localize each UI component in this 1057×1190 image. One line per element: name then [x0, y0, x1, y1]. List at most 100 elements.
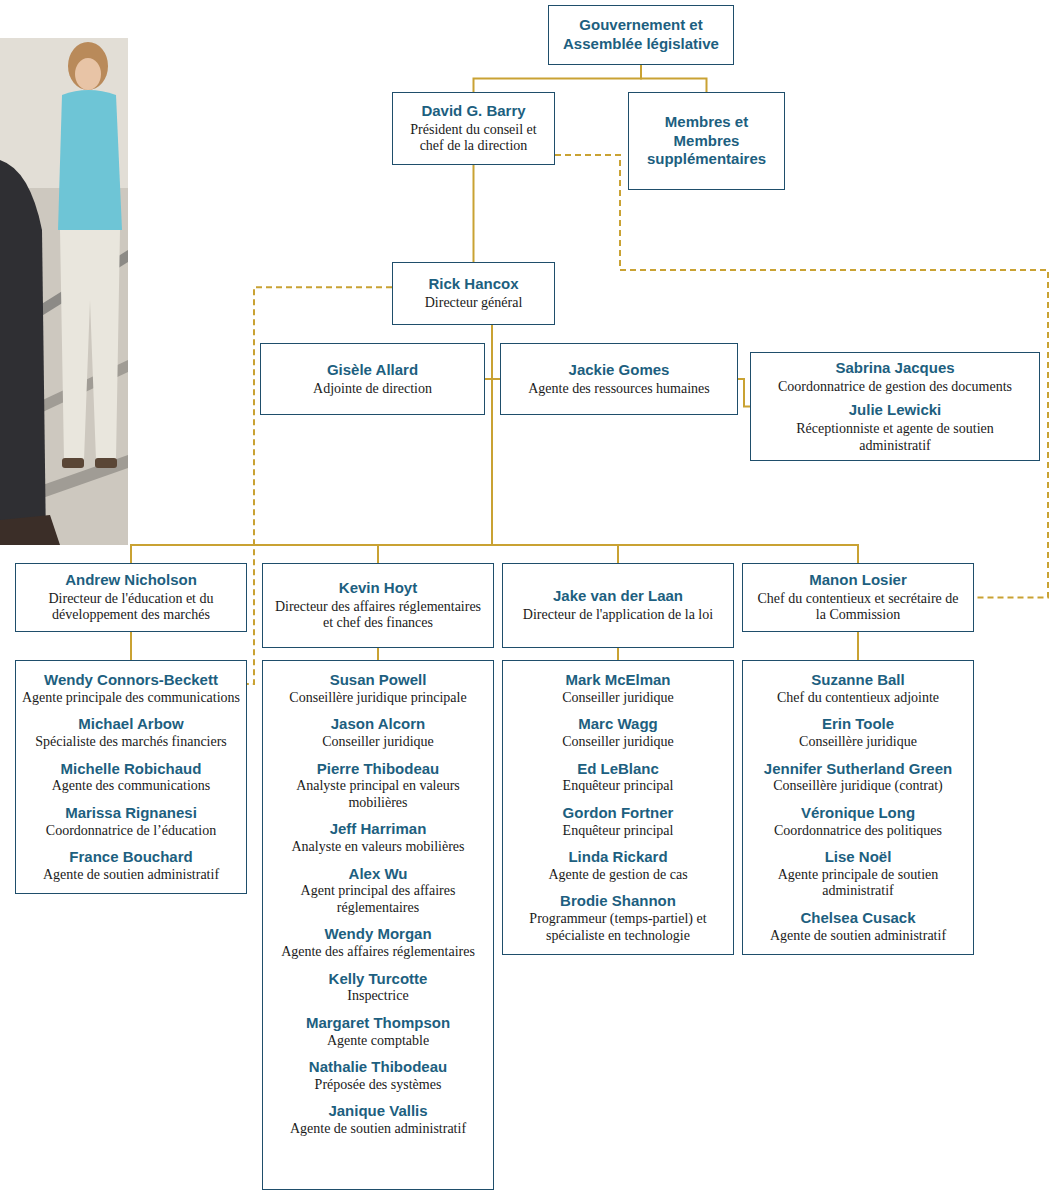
person-name: Julie Lewicki: [759, 401, 1031, 420]
team-box: Wendy Connors-BeckettAgente principale d…: [15, 660, 247, 894]
person-name: Manon Losier: [751, 571, 965, 590]
role-title: Chef du contentieux adjointe: [748, 690, 968, 707]
person-name: Véronique Long: [748, 804, 968, 823]
box-label: Gouvernement et Assemblée législative: [557, 16, 725, 54]
person-name: Michelle Robichaud: [21, 760, 241, 779]
reporting-line: [738, 379, 750, 407]
director-box: Andrew NicholsonDirecteur de l'éducation…: [15, 563, 247, 632]
person-name: Jennifer Sutherland Green: [748, 760, 968, 779]
role-title: Analyste en valeurs mobilières: [268, 839, 488, 856]
governing-body-box: Gouvernement et Assemblée législative: [548, 5, 734, 65]
role-title: Agente des communications: [21, 778, 241, 795]
photo-background: [0, 38, 128, 545]
person-name: Ed LeBlanc: [508, 760, 728, 779]
director-box: Jake van der LaanDirecteur de l'applicat…: [502, 563, 734, 648]
executive-box: Rick HancoxDirecteur général: [392, 262, 555, 325]
team-box: Suzanne BallChef du contentieux adjointe…: [742, 660, 974, 955]
role-title: Conseillère juridique: [748, 734, 968, 751]
person-top: [58, 90, 122, 230]
role-title: Agente principale des communications: [21, 690, 241, 707]
person-name: Gordon Fortner: [508, 804, 728, 823]
reporting-line: [474, 65, 642, 92]
person-name: Jake van der Laan: [511, 587, 725, 606]
role-title: Enquêteur principal: [508, 778, 728, 795]
person-name: Erin Toole: [748, 715, 968, 734]
person-name: Susan Powell: [268, 671, 488, 690]
team-box: Susan PowellConseillère juridique princi…: [262, 660, 494, 1190]
role-title: Spécialiste des marchés financiers: [21, 734, 241, 751]
person-hair: [68, 42, 108, 90]
role-title: Conseiller juridique: [268, 734, 488, 751]
role-title: Directeur de l'application de la loi: [511, 607, 725, 624]
person-face: [75, 58, 101, 90]
role-title: Analyste principal en valeurs mobilières: [268, 778, 488, 811]
role-title: Directeur général: [401, 295, 546, 312]
reporting-line: [492, 325, 500, 379]
person-name: Kelly Turcotte: [268, 970, 488, 989]
role-title: Agente des affaires réglementaires: [268, 944, 488, 961]
reporting-line: [473, 165, 475, 262]
staff-box: Sabrina JacquesCoordonnatrice de gestion…: [750, 352, 1040, 461]
role-title: Conseillère juridique principale: [268, 690, 488, 707]
person-shoe: [95, 458, 117, 468]
role-title: Agente de soutien administratif: [268, 1121, 488, 1138]
reporting-line: [485, 325, 492, 379]
role-title: Programmeur (temps-partiel) et spécialis…: [508, 911, 728, 944]
staff-box: Gisèle AllardAdjointe de direction: [260, 343, 485, 415]
person-name: France Bouchard: [21, 848, 241, 867]
person-name: Janique Vallis: [268, 1102, 488, 1121]
reporting-line: [857, 632, 859, 660]
person-trousers: [60, 230, 120, 460]
chair-box: David G. BarryPrésident du conseil et ch…: [392, 92, 555, 165]
person-name: Pierre Thibodeau: [268, 760, 488, 779]
members-box: Membres et Membres supplémentaires: [628, 92, 785, 190]
role-title: Directeur des affaires réglementaires et…: [271, 599, 485, 632]
role-title: Coordonnatrice des politiques: [748, 823, 968, 840]
person-name: David G. Barry: [401, 102, 546, 121]
role-title: Directeur de l'éducation et du développe…: [24, 591, 238, 624]
box-label: Membres et Membres supplémentaires: [637, 113, 776, 169]
person-name: Brodie Shannon: [508, 892, 728, 911]
role-title: Conseiller juridique: [508, 734, 728, 751]
role-title: Coordonnatrice de gestion des documents: [759, 379, 1031, 396]
role-title: Agente de soutien administratif: [21, 867, 241, 884]
person-name: Michael Arbow: [21, 715, 241, 734]
role-title: Chef du contentieux et secrétaire de la …: [751, 591, 965, 624]
person-name: Gisèle Allard: [269, 361, 476, 380]
reporting-line: [377, 648, 379, 660]
role-title: Agente comptable: [268, 1033, 488, 1050]
role-title: Coordonnatrice de l’éducation: [21, 823, 241, 840]
reporting-line: [641, 65, 707, 92]
person-name: Kevin Hoyt: [271, 579, 485, 598]
person-shoe: [62, 458, 84, 468]
person-name: Chelsea Cusack: [748, 909, 968, 928]
role-title: Conseiller juridique: [508, 690, 728, 707]
person-name: Jeff Harriman: [268, 820, 488, 839]
person-name: Marc Wagg: [508, 715, 728, 734]
person-name: Wendy Morgan: [268, 925, 488, 944]
person-name: Margaret Thompson: [268, 1014, 488, 1033]
role-title: Agente de soutien administratif: [748, 928, 968, 945]
role-title: Président du conseil et chef de la direc…: [401, 122, 546, 155]
role-title: Agente des ressources humaines: [509, 381, 729, 398]
person-name: Sabrina Jacques: [759, 359, 1031, 378]
reporting-line: [617, 648, 619, 660]
person-name: Wendy Connors-Beckett: [21, 671, 241, 690]
person-shoe: [0, 515, 60, 545]
role-title: Préposée des systèmes: [268, 1077, 488, 1094]
staff-box: Jackie GomesAgente des ressources humain…: [500, 343, 738, 415]
role-title: Agent principal des affaires réglementai…: [268, 883, 488, 916]
team-box: Mark McElmanConseiller juridiqueMarc Wag…: [502, 660, 734, 955]
role-title: Agente principale de soutien administrat…: [748, 867, 968, 900]
director-box: Kevin HoytDirecteur des affaires régleme…: [262, 563, 494, 648]
role-title: Inspectrice: [268, 988, 488, 1005]
role-title: Agente de gestion de cas: [508, 867, 728, 884]
person-name: Alex Wu: [268, 865, 488, 884]
person-name: Rick Hancox: [401, 275, 546, 294]
person-name: Linda Rickard: [508, 848, 728, 867]
person-suit: [0, 160, 46, 545]
person-name: Suzanne Ball: [748, 671, 968, 690]
role-title: Réceptionniste et agente de soutien admi…: [759, 421, 1031, 454]
reporting-line: [131, 325, 492, 563]
